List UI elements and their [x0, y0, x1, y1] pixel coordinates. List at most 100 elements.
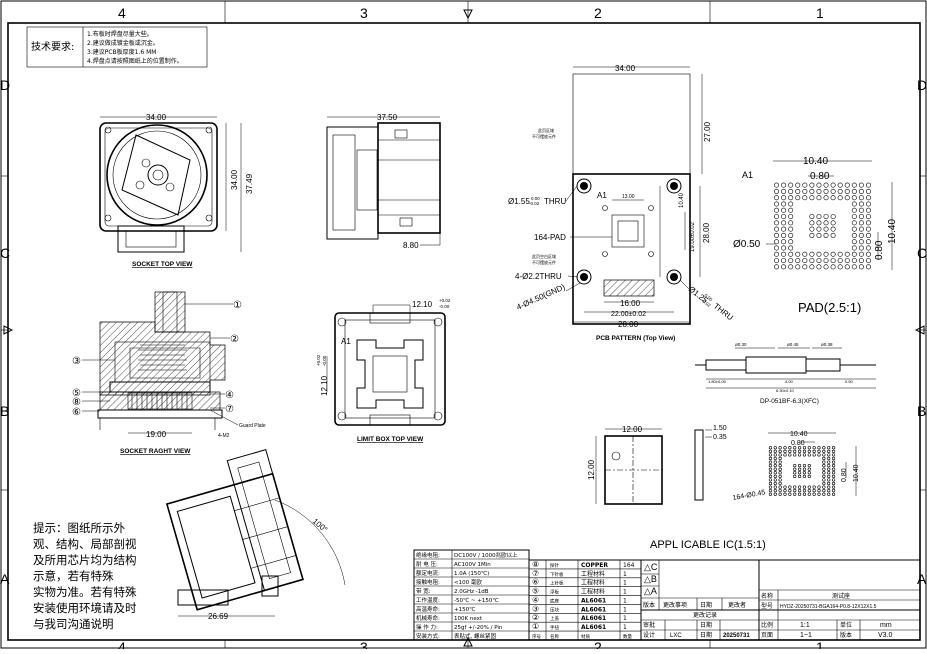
- limit-a1: A1: [341, 337, 351, 346]
- ball-pad: [816, 182, 822, 188]
- ball-pad: [831, 449, 836, 453]
- ball-pad: [817, 485, 821, 489]
- ball-pad: [773, 478, 777, 482]
- pcb-dim-22: 22.00±0.02: [611, 311, 646, 318]
- ball-pad: [817, 446, 821, 450]
- ball-pad: [774, 258, 780, 264]
- spec-label: 带 宽:: [416, 587, 431, 595]
- notice-block: 提示：图纸所示外 观、结构、局部剖视 及所用芯片均为结构 示意，若有特殊 实物为…: [33, 521, 137, 631]
- spec-label: 额定电流:: [416, 569, 440, 577]
- limit-dim-w-tol-up: +0.02: [439, 298, 451, 303]
- bom-cell: AL6061: [581, 624, 606, 631]
- pad-field: [611, 214, 645, 248]
- ball-pad: [807, 464, 811, 468]
- bom-cell: AL6061: [581, 606, 606, 613]
- keepout-hatched: [603, 279, 655, 297]
- ball-pad: [817, 489, 821, 493]
- rev-head-version: 版本: [643, 601, 655, 609]
- pcb-thru125-tol-dn: -0.02: [700, 298, 712, 309]
- ball-pad: [830, 182, 836, 188]
- balloon-4: ④: [225, 390, 234, 401]
- ball-pad: [793, 485, 797, 489]
- tb-design-label: 设计: [643, 631, 655, 639]
- section-dim-w: 19.00: [146, 430, 167, 439]
- ball-pad: [822, 467, 826, 471]
- ball-pad: [802, 471, 807, 475]
- spec-value: +150℃: [454, 606, 475, 613]
- ball-pad: [797, 489, 802, 493]
- pcb-caption: PCB PATTERN (Top View): [596, 335, 675, 342]
- ball-pad: [822, 492, 826, 496]
- ball-pad: [831, 453, 836, 457]
- ball-pad: [781, 264, 787, 270]
- ball-pad: [768, 492, 773, 496]
- ball-pad: [778, 478, 782, 482]
- rev-record-label: 更改记录: [693, 611, 717, 619]
- pcb-dim-1040: 10.40: [679, 192, 685, 208]
- ball-pad: [797, 467, 802, 471]
- ball-pad: [768, 460, 773, 464]
- ball-pad: [795, 195, 801, 201]
- ball-pad: [807, 453, 811, 457]
- ball-pad: [816, 251, 822, 257]
- ball-pad: [778, 449, 782, 453]
- balloon-5: ⑤: [72, 388, 81, 399]
- ball-pad: [822, 489, 826, 493]
- bom-cell: ⑦: [532, 569, 539, 578]
- grid-col-3: 3: [360, 5, 368, 21]
- tb-unit-label: 单位: [840, 621, 852, 629]
- ball-pad: [773, 489, 777, 493]
- ball-pad: [812, 492, 816, 496]
- spec-label: 安装方式:: [416, 632, 440, 640]
- ball-pad: [827, 489, 831, 493]
- ball-pad: [802, 251, 808, 257]
- bom-cell: ②: [532, 613, 539, 622]
- ball-pad: [793, 489, 797, 493]
- pcb-dim-28h: 28.00: [618, 320, 639, 329]
- ball-pad: [823, 195, 829, 201]
- pad-caption: PAD(2.5:1): [798, 300, 861, 315]
- bom-cell: 1: [623, 571, 627, 578]
- ball-pad: [830, 258, 836, 264]
- section-caption: SOCKET RAGHT VIEW: [120, 448, 191, 455]
- ball-pad: [851, 195, 857, 201]
- pcb-gnd: 4-Ø4.50(GND): [515, 282, 566, 312]
- ball-pad: [788, 449, 792, 453]
- ball-pad: [802, 258, 808, 264]
- grid-col-1-bottom: 1: [816, 639, 824, 649]
- ball-pad: [851, 220, 857, 226]
- pad-view: 10.40 0.80 A1 Ø0.50 0.80 10.40 PAD(2.5:1…: [733, 156, 898, 315]
- ball-pad: [774, 182, 780, 188]
- ball-pad: [797, 449, 802, 453]
- pcb-dim-top: 34.00: [615, 64, 636, 73]
- ball-pad: [865, 220, 871, 226]
- bom-cell: 上针板: [550, 580, 564, 587]
- ball-pad: [823, 251, 829, 257]
- ball-pad: [844, 264, 850, 270]
- ic-dim-h: 12.00: [587, 459, 596, 480]
- bom-cell: AL6061: [581, 597, 606, 604]
- ball-pad: [797, 453, 802, 457]
- ball-pad: [788, 258, 794, 264]
- ball-pad: [816, 188, 822, 194]
- ball-pad: [831, 489, 836, 493]
- bom-cell: 名称: [550, 633, 559, 640]
- pin-d1: ø0.30: [735, 342, 747, 347]
- ball-pad: [768, 453, 773, 457]
- ball-pad: [830, 188, 836, 194]
- bom-cell: 工程材料: [581, 579, 605, 587]
- pcb-thru22: 4-Ø2.2THRU: [515, 272, 562, 281]
- notice-line-6: 安装使用环境请及时: [33, 601, 137, 615]
- ball-pad: [788, 207, 794, 213]
- ball-pad: [781, 195, 787, 201]
- ball-pad: [774, 251, 780, 257]
- ic-bga-w: 10.40: [790, 431, 808, 438]
- ball-pad: [812, 449, 816, 453]
- ball-pad: [795, 251, 801, 257]
- ball-pad: [830, 226, 836, 232]
- centering-mark-left: [3, 325, 14, 335]
- ball-pad: [827, 467, 831, 471]
- tb-page-label: 页面: [761, 632, 773, 639]
- pcb-dim-19: 19.00±0.02: [690, 221, 696, 252]
- pcb-thru125-label: THRU: [712, 301, 735, 322]
